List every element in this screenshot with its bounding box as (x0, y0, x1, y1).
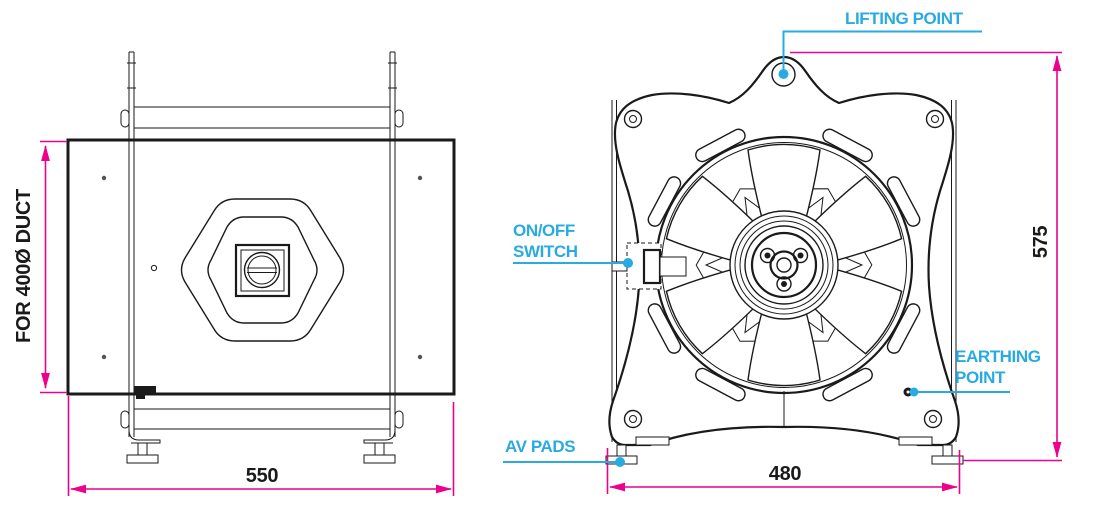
callouts: LIFTING POINT ON/OFF SWITCH EARTHING POI… (503, 9, 1041, 467)
hub-shaft (769, 250, 799, 280)
dim-480-text: 480 (769, 463, 802, 485)
earthing-point-callout: EARTHING POINT (909, 347, 1041, 397)
fan-blades (665, 143, 903, 387)
side-av-pad-left (126, 454, 159, 464)
side-switch-knob (243, 251, 281, 289)
lifting-point-label: LIFTING POINT (845, 9, 964, 28)
front-av-pad-stud-left (616, 444, 627, 457)
side-mounting-posts (120, 51, 404, 140)
lifting-point-callout: LIFTING POINT (778, 9, 982, 79)
fan-hub (729, 210, 839, 320)
front-switch-assembly (611, 242, 687, 290)
side-view (66, 51, 456, 464)
side-casing (66, 138, 456, 396)
dim-550-text: 550 (246, 465, 279, 487)
side-view-dimensions: FOR 400Ø DUCT 550 (13, 140, 455, 496)
on-off-switch-label-line1: ON/OFF (513, 221, 575, 240)
side-av-pad-stud-right (374, 442, 385, 456)
side-cable-gland (134, 386, 156, 399)
front-av-pad-right (931, 455, 964, 465)
dim-575-text: 575 (1030, 226, 1052, 259)
on-off-switch-label-line2: SWITCH (513, 242, 578, 261)
av-pads-label: AV PADS (505, 437, 575, 456)
side-base-and-feet (120, 394, 404, 464)
earthing-point-label-line1: EARTHING (955, 347, 1041, 366)
side-av-pad-stud-left (137, 442, 148, 456)
front-view-dimensions: 575 480 (606, 51, 1062, 494)
front-av-pad-stud-right (942, 444, 953, 457)
motor-mount-tabs (704, 196, 864, 334)
earthing-point-label-line2: POINT (955, 368, 1006, 387)
side-casing-screws (101, 175, 423, 360)
side-hexagon-boss (180, 198, 345, 342)
front-av-pads (605, 444, 964, 465)
fan-impeller (665, 143, 903, 387)
front-view (605, 55, 964, 465)
on-off-switch-callout: ON/OFF SWITCH (513, 221, 633, 268)
front-corner-holes (623, 109, 945, 429)
side-av-pad-right (363, 454, 396, 464)
av-pads-callout: AV PADS (503, 437, 625, 467)
duct-note-text: FOR 400Ø DUCT (13, 189, 35, 343)
